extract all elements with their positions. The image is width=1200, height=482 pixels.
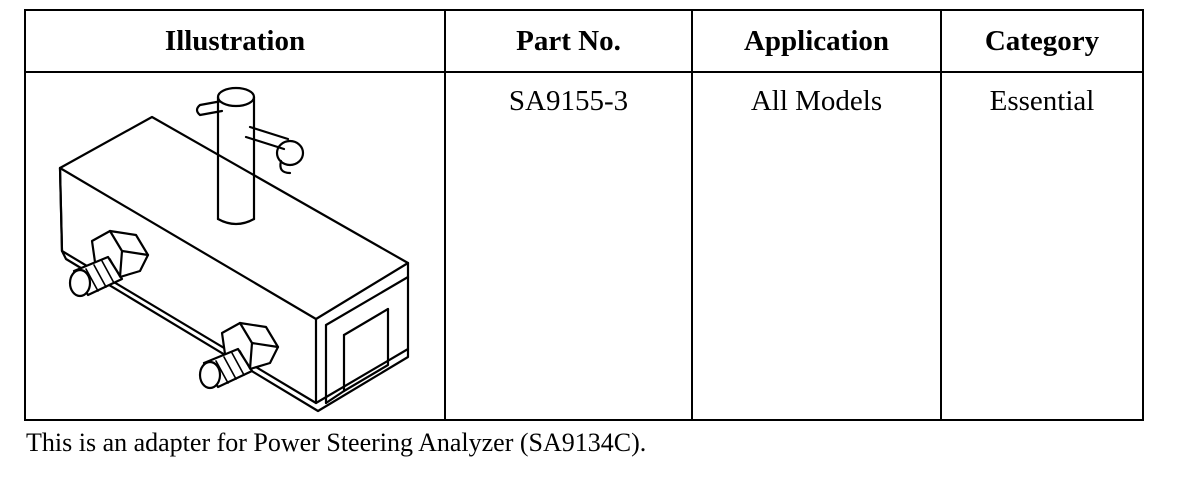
description-note: This is an adapter for Power Steering An…	[26, 428, 647, 457]
part-number-cell: SA9155-3	[444, 71, 693, 421]
category-cell: Essential	[940, 71, 1144, 421]
table-header-row: Illustration Part No. Application Catego…	[24, 9, 1144, 73]
header-illustration: Illustration	[24, 9, 446, 73]
tool-table: Illustration Part No. Application Catego…	[24, 9, 1144, 421]
table-row: SA9155-3 All Models Essential	[24, 71, 1144, 421]
adapter-block-illustration-icon	[58, 86, 410, 413]
header-category: Category	[940, 9, 1144, 73]
illustration-cell	[24, 71, 446, 421]
header-part-no: Part No.	[444, 9, 693, 73]
header-application: Application	[691, 9, 942, 73]
application-cell: All Models	[691, 71, 942, 421]
